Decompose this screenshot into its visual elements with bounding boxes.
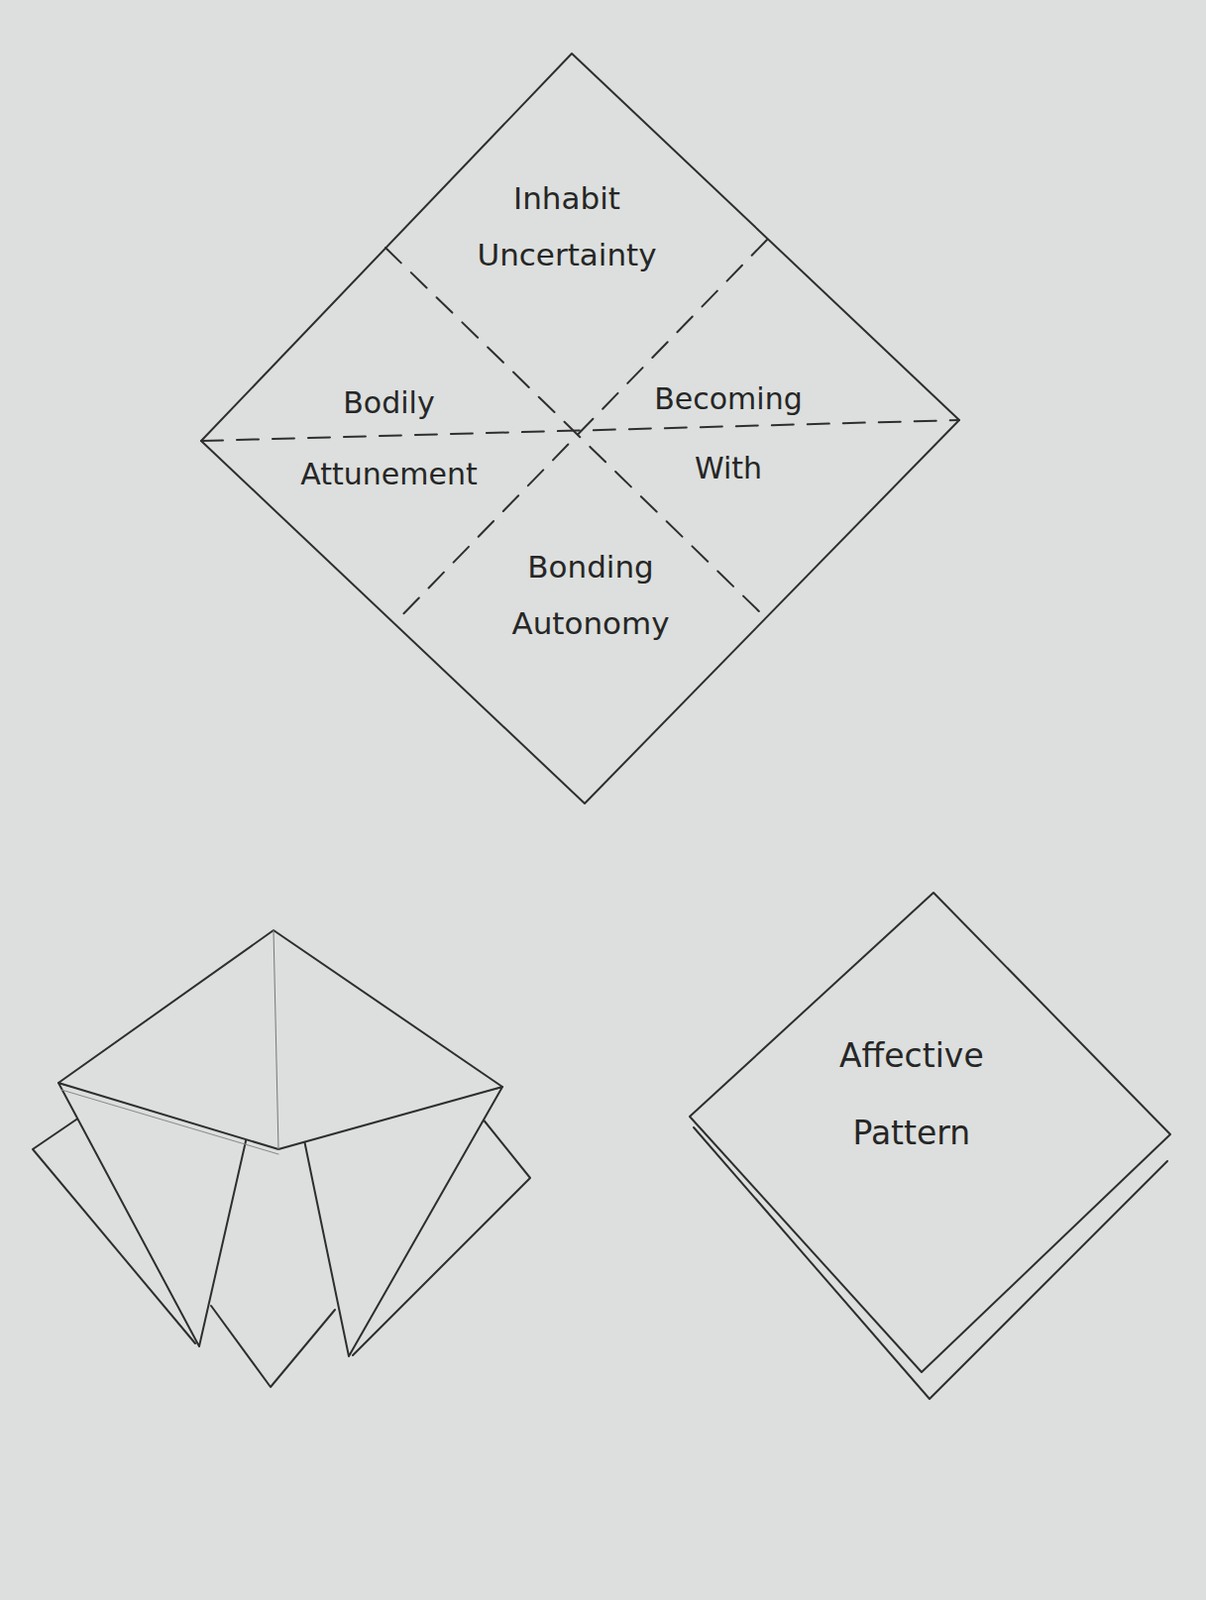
flap-label: Inhabit Uncertainty <box>476 170 657 284</box>
paper-flap: Inhabit Uncertainty <box>476 170 658 284</box>
flap-label: Affective Pattern <box>839 1017 985 1173</box>
paper-flap: Bodily Attunement <box>300 367 478 511</box>
paper-square-outline <box>201 53 960 804</box>
folded-square: Affective Pattern <box>683 886 1180 1383</box>
flap-label: Bodily Attunement <box>300 367 477 511</box>
paper-flap: Becoming With <box>654 364 803 504</box>
paper-flap: Bonding Autonomy <box>511 539 670 653</box>
fortune-teller-sketch <box>32 930 531 1388</box>
square-border <box>689 892 1171 1373</box>
flap-label: Becoming With <box>654 364 803 504</box>
flap-label: Bonding Autonomy <box>511 539 669 653</box>
